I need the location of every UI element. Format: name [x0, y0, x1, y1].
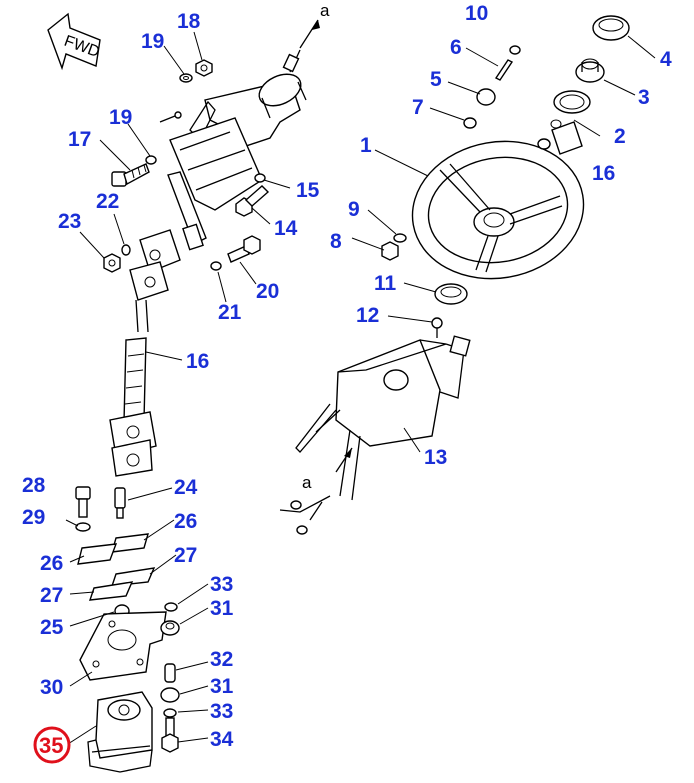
leader-lines — [65, 31, 656, 745]
ref-mark-a-top: a — [320, 1, 330, 20]
part-26-plate-b — [77, 543, 118, 565]
label-part-5: 5 — [430, 68, 442, 91]
part-16-spacer — [537, 119, 583, 155]
part-13-column-housing — [279, 335, 471, 535]
label-part-34: 34 — [210, 728, 234, 751]
label-part-26-b: 26 — [40, 552, 63, 575]
label-part-15: 15 — [296, 179, 320, 202]
part-31-bushing-upper — [160, 620, 180, 636]
part-1-steering-wheel — [411, 140, 585, 280]
label-part-35: 35 — [39, 733, 63, 758]
part-2-ring — [553, 90, 591, 114]
part-21-washer — [210, 261, 222, 271]
part-18-nut — [195, 59, 213, 77]
label-part-24: 24 — [174, 476, 198, 499]
label-part-4: 4 — [660, 48, 672, 71]
label-part-2: 2 — [614, 125, 626, 148]
label-part-12: 12 — [356, 304, 379, 327]
label-part-32: 32 — [210, 648, 233, 671]
part-17-bolt — [111, 163, 150, 187]
label-part-27-a: 27 — [174, 544, 197, 567]
part-24-fitting — [114, 487, 126, 519]
fwd-direction-arrow-icon: FWD — [47, 12, 102, 71]
part-4-horn-cap — [592, 15, 630, 41]
label-part-26-a: 26 — [174, 510, 197, 533]
label-part-16-shaft: 16 — [186, 350, 209, 373]
part-20-bolt — [227, 235, 261, 263]
label-part-8: 8 — [330, 230, 342, 253]
part-16-steering-shaft — [109, 337, 157, 477]
part-5-knob — [476, 88, 496, 106]
part-14-bolt — [235, 185, 270, 217]
label-part-19-top: 19 — [141, 30, 164, 53]
universal-joint-upper — [129, 229, 181, 333]
part-7-nut — [463, 117, 477, 129]
part-6-screw — [494, 59, 514, 81]
part-34-bolt — [161, 717, 179, 753]
label-part-30: 30 — [40, 676, 63, 699]
part-33-washer-lower — [163, 708, 177, 718]
part-23-nut — [103, 253, 121, 273]
part-3-horn-button — [575, 58, 605, 83]
label-part-11: 11 — [374, 272, 397, 295]
part-15-washer — [254, 173, 266, 183]
label-part-23: 23 — [58, 210, 81, 233]
highlighted-part-35-callout: 35 — [33, 726, 71, 764]
part-19-washer-top — [179, 73, 193, 83]
label-part-10: 10 — [465, 2, 488, 25]
label-part-7: 7 — [412, 96, 424, 119]
part-22-washer — [121, 244, 131, 256]
label-part-6: 6 — [450, 36, 462, 59]
part-29-washer — [75, 522, 91, 532]
ref-mark-a-bottom: a — [302, 473, 312, 492]
label-part-33-lower: 33 — [210, 700, 233, 723]
part-26-plate-a — [111, 533, 149, 553]
label-part-13: 13 — [424, 446, 447, 469]
part-28-bolt — [75, 486, 91, 518]
label-part-21: 21 — [218, 301, 242, 324]
part-35-steering-valve — [87, 691, 153, 773]
part-30-mount-plate — [79, 611, 167, 681]
label-part-9: 9 — [348, 198, 360, 221]
label-part-18: 18 — [177, 10, 201, 33]
part-11-collar — [434, 283, 468, 305]
label-part-14: 14 — [274, 217, 298, 240]
label-part-22: 22 — [96, 190, 119, 213]
label-part-20: 20 — [256, 280, 279, 303]
upper-column-assembly — [159, 19, 320, 251]
label-part-28: 28 — [22, 474, 46, 497]
part-31-bushing-lower — [160, 687, 180, 703]
label-part-27-b: 27 — [40, 584, 63, 607]
label-part-16-spacer: 16 — [592, 162, 615, 185]
part-19-washer-mid — [145, 155, 157, 165]
label-part-31-upper: 31 — [210, 597, 234, 620]
label-part-1: 1 — [360, 134, 372, 157]
part-9-washer — [393, 233, 407, 243]
label-part-19-mid: 19 — [109, 106, 132, 129]
label-part-3: 3 — [638, 86, 650, 109]
part-27-shim-a — [110, 567, 156, 587]
part-27-shim-b — [88, 581, 134, 601]
label-part-17: 17 — [68, 128, 91, 151]
part-10-cap — [509, 45, 521, 55]
part-12-pin — [431, 317, 443, 338]
label-part-31-lower: 31 — [210, 675, 234, 698]
label-part-33-upper: 33 — [210, 573, 233, 596]
label-part-29: 29 — [22, 506, 45, 529]
part-33-washer-upper — [164, 602, 178, 612]
part-number-labels: 1 2 3 4 5 6 7 8 9 10 11 12 13 14 15 16 1… — [22, 2, 672, 751]
part-32-spacer — [164, 663, 176, 683]
label-part-25: 25 — [40, 616, 64, 639]
part-8-nut — [381, 241, 399, 261]
